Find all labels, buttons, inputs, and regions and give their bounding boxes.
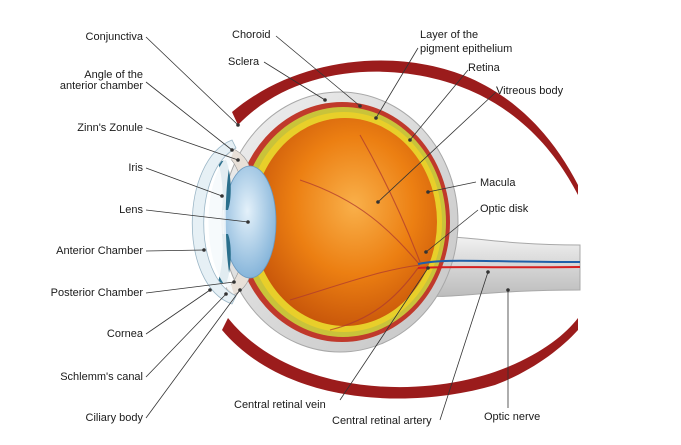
anterior-chamber-shape (208, 150, 234, 294)
central-vein-shape (417, 259, 581, 265)
label-sclera: Sclera (228, 56, 260, 68)
label-central-retinal-artery: Central retinal artery (332, 415, 432, 427)
label-choroid: Choroid (232, 29, 271, 41)
label-anterior-chamber: Anterior Chamber (56, 245, 143, 257)
label-pigment-2: pigment epithelium (420, 43, 512, 55)
label-pigment-1: Layer of the (420, 29, 478, 41)
label-angle-anterior-1: Angle of the (84, 69, 143, 81)
vitreous-shape (253, 118, 437, 326)
label-conjunctiva: Conjunctiva (86, 31, 144, 43)
upper-muscle (232, 60, 578, 196)
label-schlemms-canal: Schlemm's canal (60, 371, 143, 383)
lower-muscle (222, 318, 578, 399)
label-angle-anterior-2: anterior chamber (60, 80, 143, 92)
label-optic-disk: Optic disk (480, 203, 529, 215)
lens-shape (223, 165, 277, 279)
label-zinns-zonule: Zinn's Zonule (77, 122, 143, 134)
central-artery-shape (417, 266, 581, 269)
label-vitreous-body: Vitreous body (496, 85, 564, 97)
retinal-vessels (289, 134, 421, 331)
label-posterior-chamber: Posterior Chamber (51, 287, 144, 299)
leader-dots (202, 98, 510, 296)
cornea-shape (191, 139, 237, 305)
label-ciliary-body: Ciliary body (86, 412, 144, 424)
label-iris: Iris (128, 162, 143, 174)
leader-lines (145, 35, 509, 421)
label-central-retinal-vein: Central retinal vein (234, 399, 326, 411)
label-lens: Lens (119, 204, 143, 216)
label-cornea: Cornea (107, 328, 144, 340)
label-macula: Macula (480, 177, 516, 189)
label-retina: Retina (468, 62, 501, 74)
label-optic-nerve: Optic nerve (484, 411, 540, 423)
